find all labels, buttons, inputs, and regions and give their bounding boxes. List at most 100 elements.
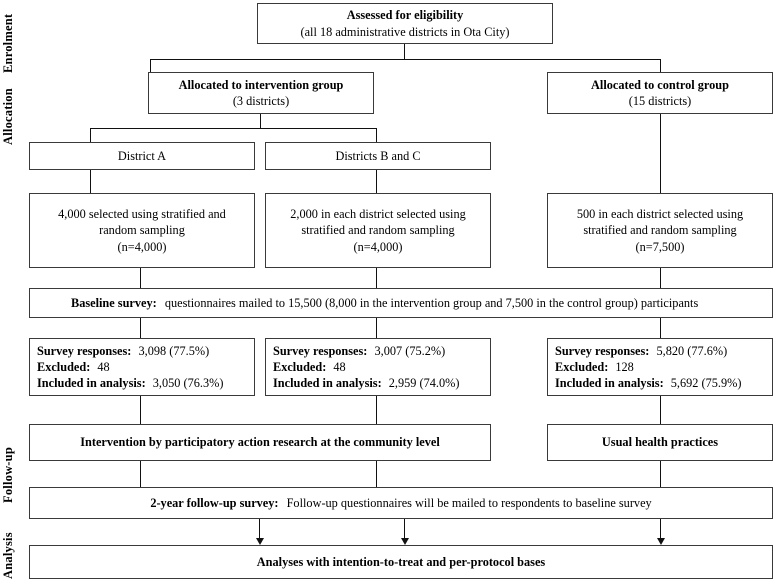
district-a-title: District A xyxy=(117,148,167,163)
node-district-a: District A xyxy=(29,142,255,170)
results-bc-excluded-label: Excluded: xyxy=(273,359,327,374)
node-sample-control: 500 in each district selected using stra… xyxy=(547,193,773,268)
connector-followup-to-analyses-bc xyxy=(404,519,405,541)
connector-sample-a-to-baseline xyxy=(140,268,141,288)
assessed-subtitle: (all 18 administrative districts in Ota … xyxy=(300,24,510,39)
baseline-survey-text: questionnaires mailed to 15,500 (8,000 i… xyxy=(164,295,699,310)
connector-sample-control-to-baseline xyxy=(660,268,661,288)
assessed-title: Assessed for eligibility xyxy=(346,8,464,23)
connector-bus-to-districts-bc xyxy=(376,128,377,142)
results-control-responses-label: Survey responses: xyxy=(555,343,650,358)
connector-control-activity-to-followup xyxy=(660,461,661,487)
node-results-districts-bc: Survey responses: 3,007 (75.2%) Excluded… xyxy=(265,338,491,396)
connector-assessed-down xyxy=(404,43,405,60)
results-a-responses-row: Survey responses: 3,098 (77.5%) xyxy=(37,343,209,359)
results-bc-included-value: 2,959 (74.0%) xyxy=(388,376,460,391)
node-assessed-for-eligibility: Assessed for eligibility (all 18 adminis… xyxy=(257,3,553,44)
baseline-survey-label: Baseline survey: xyxy=(71,295,157,310)
results-bc-responses-value: 3,007 (75.2%) xyxy=(374,343,446,358)
connector-districts-bc-to-sample xyxy=(376,170,377,193)
results-bc-excluded-value: 48 xyxy=(333,359,346,374)
connector-baseline-to-results-bc xyxy=(376,318,377,338)
results-a-included-value: 3,050 (76.3%) xyxy=(152,376,224,391)
node-sample-districts-bc: 2,000 in each district selected using st… xyxy=(265,193,491,268)
control-activity-title: Usual health practices xyxy=(601,435,719,450)
stage-label-allocation-text: Allocation xyxy=(1,88,15,145)
connector-results-control-to-activity xyxy=(660,396,661,424)
arrowhead-analyses-a xyxy=(256,538,264,545)
followup-survey-label: 2-year follow-up survey: xyxy=(150,495,279,510)
results-bc-responses-row: Survey responses: 3,007 (75.2%) xyxy=(273,343,445,359)
connector-intervention-down xyxy=(260,113,261,129)
connector-sample-bc-to-baseline xyxy=(376,268,377,288)
results-a-excluded-row: Excluded: 48 xyxy=(37,359,110,375)
connector-intervention-activity-to-followup-2 xyxy=(376,461,377,487)
sample-a-line3: (n=4,000) xyxy=(117,239,167,254)
sample-bc-line3: (n=4,000) xyxy=(353,239,403,254)
stage-label-enrolment-text: Enrolment xyxy=(1,13,15,73)
node-allocated-control: Allocated to control group (15 districts… xyxy=(547,72,773,114)
results-a-included-row: Included in analysis: 3,050 (76.3%) xyxy=(37,375,223,391)
results-a-included-label: Included in analysis: xyxy=(37,376,146,391)
stage-label-allocation: Allocation xyxy=(1,88,16,145)
results-control-included-label: Included in analysis: xyxy=(555,376,664,391)
results-control-included-row: Included in analysis: 5,692 (75.9%) xyxy=(555,375,741,391)
alloc-intervention-subtitle: (3 districts) xyxy=(232,94,290,108)
intervention-activity-title: Intervention by participatory action res… xyxy=(80,435,440,450)
sample-bc-line1: 2,000 in each district selected using xyxy=(290,207,466,222)
connector-control-trunk xyxy=(660,113,661,193)
results-control-included-value: 5,692 (75.9%) xyxy=(670,376,742,391)
connector-baseline-to-results-a xyxy=(140,318,141,338)
node-sample-district-a: 4,000 selected using stratified and rand… xyxy=(29,193,255,268)
sample-control-line2: stratified and random sampling xyxy=(583,223,737,238)
sample-a-line2: random sampling xyxy=(99,223,185,238)
connector-bus-to-intervention xyxy=(150,59,151,73)
node-districts-bc: Districts B and C xyxy=(265,142,491,170)
stage-label-followup-text: Follow-up xyxy=(1,447,15,503)
alloc-control-title: Allocated to control group xyxy=(591,77,729,92)
node-results-control: Survey responses: 5,820 (77.6%) Excluded… xyxy=(547,338,773,396)
results-control-excluded-value: 128 xyxy=(615,359,634,374)
connector-district-bus xyxy=(90,128,376,129)
results-a-excluded-value: 48 xyxy=(97,359,110,374)
sample-control-line1: 500 in each district selected using xyxy=(576,207,744,222)
node-control-activity: Usual health practices xyxy=(547,424,773,461)
sample-control-line3: (n=7,500) xyxy=(635,239,685,254)
results-bc-included-label: Included in analysis: xyxy=(273,376,382,391)
results-bc-responses-label: Survey responses: xyxy=(273,343,368,358)
results-a-responses-value: 3,098 (77.5%) xyxy=(138,343,210,358)
results-a-excluded-label: Excluded: xyxy=(37,359,91,374)
node-analyses: Analyses with intention-to-treat and per… xyxy=(29,545,773,579)
connector-bus-to-district-a xyxy=(90,128,91,142)
results-control-excluded-label: Excluded: xyxy=(555,359,609,374)
districts-bc-title: Districts B and C xyxy=(335,148,421,163)
followup-survey-text: Follow-up questionnaires will be mailed … xyxy=(286,495,652,510)
baseline-survey-line: Baseline survey: questionnaires mailed t… xyxy=(37,295,698,311)
node-followup-survey: 2-year follow-up survey: Follow-up quest… xyxy=(29,487,773,519)
connector-intervention-activity-to-followup xyxy=(140,461,141,487)
results-bc-excluded-row: Excluded: 48 xyxy=(273,359,346,375)
sample-bc-line2: stratified and random sampling xyxy=(301,223,455,238)
alloc-intervention-title: Allocated to intervention group xyxy=(178,77,344,92)
followup-survey-line: 2-year follow-up survey: Follow-up quest… xyxy=(150,495,651,511)
connector-bus-to-control xyxy=(660,59,661,73)
node-baseline-survey: Baseline survey: questionnaires mailed t… xyxy=(29,288,773,318)
connector-baseline-to-results-control xyxy=(660,318,661,338)
results-control-responses-value: 5,820 (77.6%) xyxy=(656,343,728,358)
connector-results-bc-to-activity xyxy=(376,396,377,424)
stage-label-followup: Follow-up xyxy=(1,447,16,503)
alloc-control-subtitle: (15 districts) xyxy=(628,94,692,108)
results-control-excluded-row: Excluded: 128 xyxy=(555,359,634,375)
stage-label-analysis-text: Analysis xyxy=(1,532,15,579)
stage-label-enrolment: Enrolment xyxy=(1,14,16,73)
node-allocated-intervention: Allocated to intervention group (3 distr… xyxy=(148,72,374,114)
arrowhead-analyses-control xyxy=(657,538,665,545)
stage-label-analysis: Analysis xyxy=(1,532,16,579)
node-intervention-activity: Intervention by participatory action res… xyxy=(29,424,491,461)
connector-allocation-bus xyxy=(150,59,661,60)
node-results-district-a: Survey responses: 3,098 (77.5%) Excluded… xyxy=(29,338,255,396)
analyses-title: Analyses with intention-to-treat and per… xyxy=(256,554,546,569)
sample-a-line1: 4,000 selected using stratified and xyxy=(58,207,226,222)
results-control-responses-row: Survey responses: 5,820 (77.6%) xyxy=(555,343,727,359)
